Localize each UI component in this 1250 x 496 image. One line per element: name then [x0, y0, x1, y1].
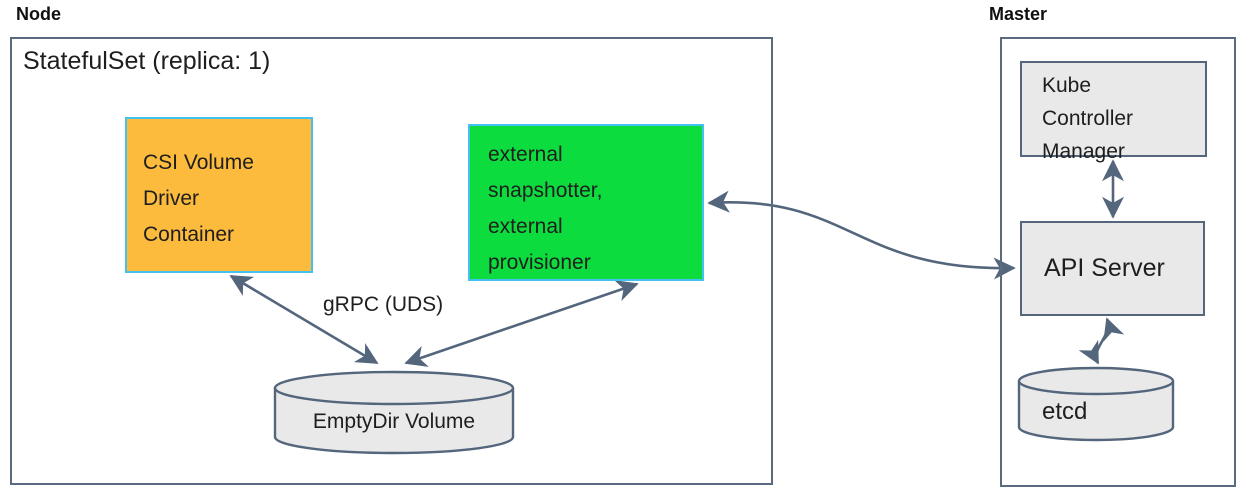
sidecar-box-line: external: [488, 215, 563, 238]
statefulset-label: StatefulSet (replica: 1): [23, 47, 271, 75]
kcm-box-line: Kube: [1042, 74, 1092, 97]
sidecar-box-line: snapshotter,: [488, 179, 603, 202]
node-group-title: Node: [16, 4, 61, 24]
grpc-uds-label: gRPC (UDS): [323, 293, 444, 316]
arrow-sidecar-to-emptydir: [404, 280, 639, 367]
sidecar-box-line: provisioner: [488, 251, 591, 274]
sidecar-box-line: external: [488, 143, 563, 166]
kcm-box-line: Manager: [1042, 140, 1125, 163]
node-boundary-box: [10, 37, 773, 485]
etcd-label: etcd: [1042, 398, 1088, 425]
api-server-box: API Server: [1020, 221, 1205, 316]
emptydir-volume-label: EmptyDir Volume: [312, 410, 476, 433]
emptydir-cylinder: [273, 370, 515, 455]
csi-box-line: CSI Volume: [143, 151, 254, 174]
arrow-sidecar-to-apiserver: [707, 190, 1016, 280]
arrow-csi-to-emptydir: [229, 274, 379, 365]
api-server-label: API Server: [1044, 254, 1165, 282]
kube-controller-manager-box: Kube Controller Manager: [1020, 61, 1207, 163]
external-sidecar-box: external snapshotter, external provision…: [468, 124, 704, 281]
master-boundary-box: [1000, 37, 1236, 487]
csi-volume-driver-box: CSI Volume Driver Container: [125, 117, 313, 273]
csi-box-line: Driver: [143, 187, 199, 210]
etcd-cylinder: [1017, 366, 1175, 442]
csi-box-line: Container: [143, 223, 235, 246]
arrow-apiserver-to-etcd: [1078, 317, 1125, 365]
kcm-box-line: Controller: [1042, 107, 1134, 130]
master-group-title: Master: [989, 4, 1048, 24]
